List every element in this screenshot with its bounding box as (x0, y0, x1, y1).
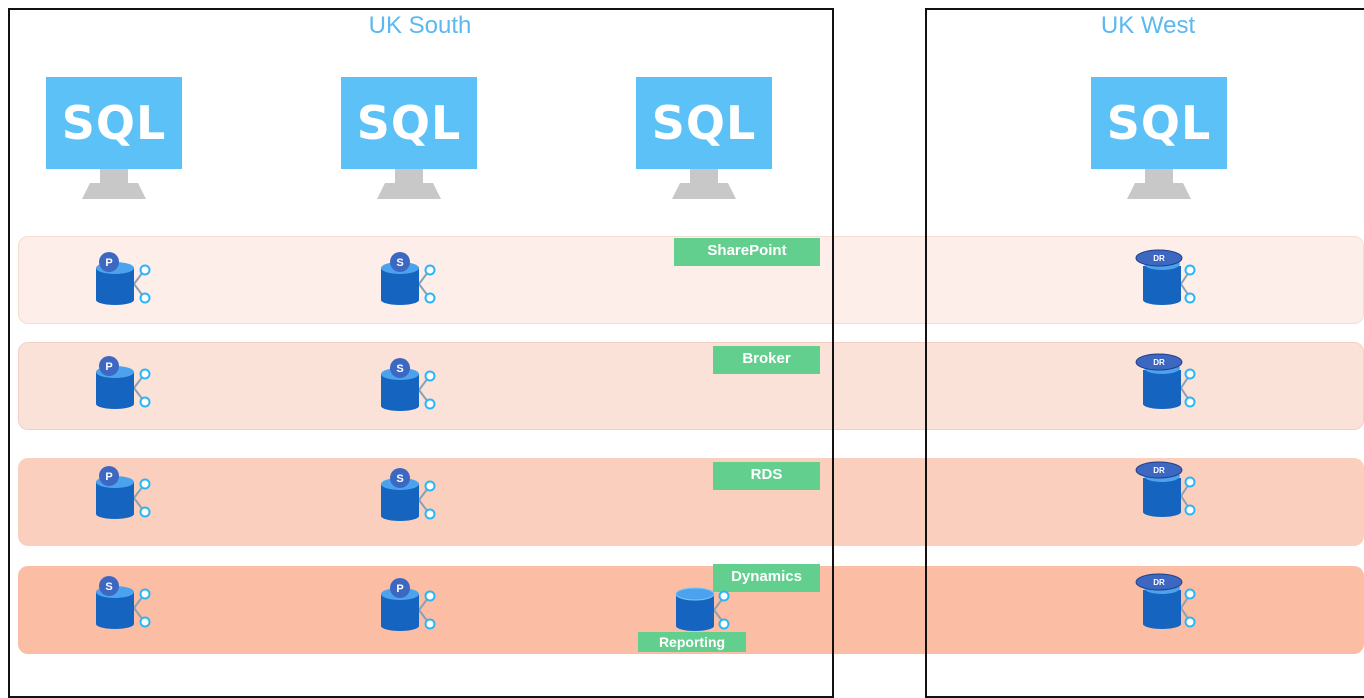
region-divider (832, 8, 834, 680)
region-title-uk-south: UK South (368, 12, 472, 39)
region-divider (925, 8, 927, 680)
database-primary-icon: P (96, 466, 151, 519)
database-dr-icon: DR (1135, 461, 1196, 517)
monitor-stand-icon (377, 169, 441, 199)
sql-server-screen: SQL (636, 77, 772, 169)
replica-role-label: P (396, 583, 403, 595)
database-reporting-icon (675, 587, 730, 631)
sql-server-3: SQL (636, 77, 772, 201)
tag-sharepoint: SharePoint (674, 238, 820, 266)
replica-role-label: S (396, 257, 403, 269)
database-dr-icon: DR (1135, 249, 1196, 305)
band-broker (18, 342, 1364, 430)
database-primary-icon: P (381, 578, 436, 631)
replica-role-label: DR (1153, 466, 1165, 475)
replica-role-label: P (105, 471, 112, 483)
tag-broker: Broker (713, 346, 820, 374)
replica-role-label: S (396, 473, 403, 485)
database-secondary-icon: S (96, 576, 151, 629)
sql-server-screen: SQL (341, 77, 477, 169)
database-primary-icon: P (96, 252, 151, 305)
database-dr-icon: DR (1135, 353, 1196, 409)
region-divider (8, 8, 10, 680)
tag-dynamics: Dynamics (713, 564, 820, 592)
database-dr-icon: DR (1135, 573, 1196, 629)
replica-role-label: S (105, 581, 112, 593)
sql-server-4: SQL (1091, 77, 1227, 201)
tag-reporting: Reporting (638, 632, 746, 652)
database-secondary-icon: S (381, 358, 436, 411)
sql-server-1: SQL (46, 77, 182, 201)
replica-role-label: DR (1153, 254, 1165, 263)
monitor-stand-icon (82, 169, 146, 199)
region-title-uk-west: UK West (1100, 12, 1196, 39)
database-secondary-icon: S (381, 252, 436, 305)
database-primary-icon: P (96, 356, 151, 409)
replica-role-label: DR (1153, 578, 1165, 587)
replica-role-label: P (105, 361, 112, 373)
replica-role-label: P (105, 257, 112, 269)
monitor-stand-icon (1127, 169, 1191, 199)
replica-role-label: S (396, 363, 403, 375)
replica-role-label: DR (1153, 358, 1165, 367)
monitor-stand-icon (672, 169, 736, 199)
sql-server-screen: SQL (46, 77, 182, 169)
sql-server-screen: SQL (1091, 77, 1227, 169)
tag-rds: RDS (713, 462, 820, 490)
sql-server-2: SQL (341, 77, 477, 201)
database-secondary-icon: S (381, 468, 436, 521)
